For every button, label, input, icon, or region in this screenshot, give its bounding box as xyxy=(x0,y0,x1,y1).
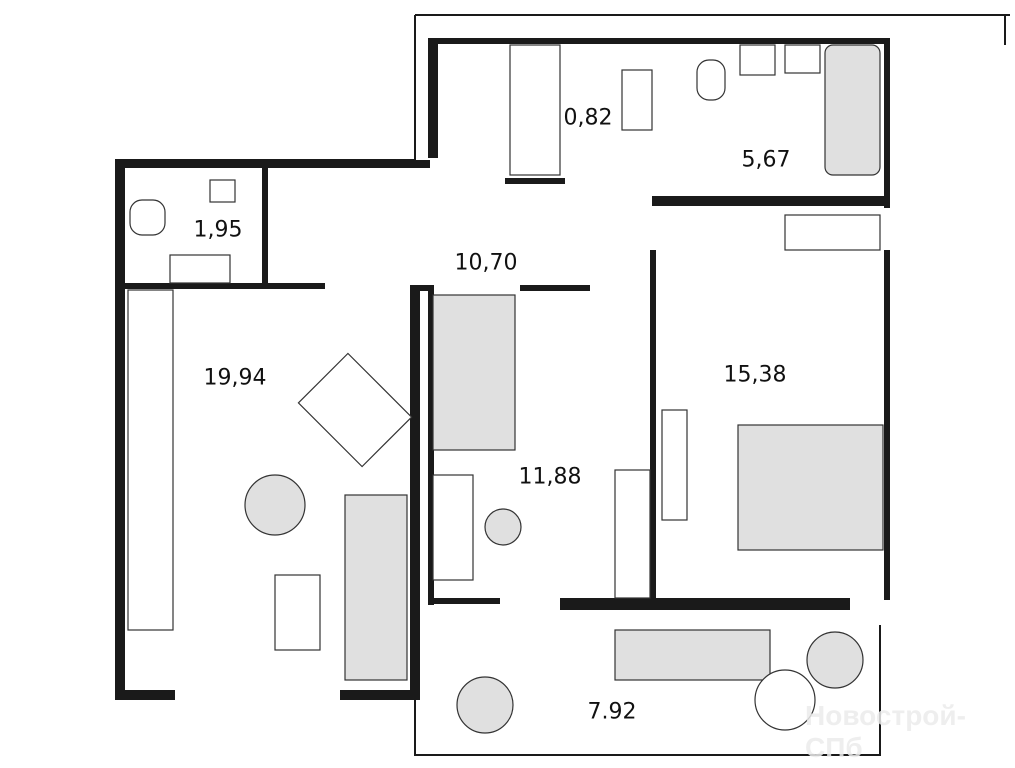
bathtub xyxy=(824,44,881,176)
coffee-table xyxy=(274,574,321,651)
dining-table xyxy=(297,352,413,468)
room-area-closet: 0,82 xyxy=(563,105,613,131)
room-area-kitchen-living: 19,94 xyxy=(203,365,267,391)
balcony-table xyxy=(754,669,816,731)
wardrobe xyxy=(509,44,561,176)
washer xyxy=(739,44,776,76)
room-area-balcony: 7.92 xyxy=(587,699,637,725)
room-area-bedroom-small: 11,88 xyxy=(518,464,582,490)
wc-toilet xyxy=(129,199,166,236)
washer-wc xyxy=(169,254,231,284)
sofa xyxy=(344,494,408,681)
walls xyxy=(115,38,890,700)
room-area-hall: 10,70 xyxy=(454,250,518,276)
kitchen-counter xyxy=(127,289,174,631)
shelf xyxy=(621,69,653,131)
bed-small xyxy=(432,294,516,451)
balcony-sofa xyxy=(614,629,771,681)
toilet xyxy=(696,59,726,101)
room-area-bathroom: 5,67 xyxy=(741,147,791,173)
sink xyxy=(784,44,821,74)
wc-sink xyxy=(209,179,236,203)
watermark: Новострой-СПб xyxy=(805,700,966,763)
double-bed xyxy=(737,424,884,551)
wardrobe-large xyxy=(784,214,881,251)
armchair xyxy=(244,474,306,536)
room-area-wc: 1,95 xyxy=(193,217,243,243)
tv-stand xyxy=(661,409,688,521)
desk xyxy=(432,474,474,581)
room-area-bedroom-large: 15,38 xyxy=(723,362,787,388)
furniture xyxy=(127,44,884,734)
balcony-chair-right xyxy=(806,631,864,689)
balcony-chair-left xyxy=(456,676,514,734)
office-chair xyxy=(484,508,522,546)
wardrobe-small xyxy=(614,469,651,599)
